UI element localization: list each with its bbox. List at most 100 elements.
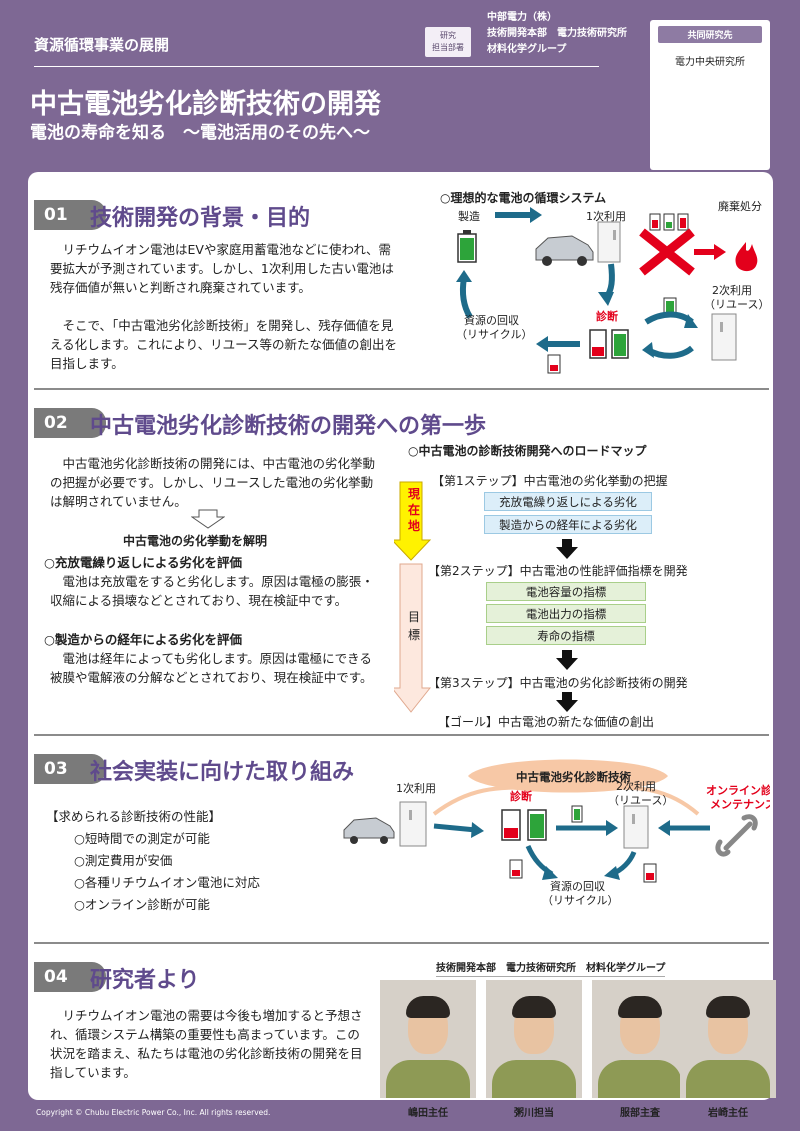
goal-char: 目 [407,610,420,624]
requirement-item: ○オンライン診断が可能 [74,897,210,912]
arrow-icon [536,336,548,352]
battery-icon [663,297,677,317]
roadmap-title: ○中古電池の診断技術開発へのロードマップ [408,444,647,458]
partner-name: 電力中央研究所 [675,57,745,68]
roadmap-step: 【第3ステップ】中古電池の劣化診断技術の開発 [428,676,688,690]
disposal-label: 廃棄処分 [718,199,762,213]
down-arrow-icon [556,650,578,670]
car-icon [535,235,594,266]
researcher-name: 嶋田主任 [408,1108,448,1119]
researcher-name: 服部主査 [620,1108,660,1119]
section-divider [34,942,769,944]
current-char: 在 [407,503,420,517]
wrench-icon [715,814,758,857]
first-use-label: 1次利用 [586,209,626,223]
diagnosis-label: 診断 [510,789,532,803]
section-divider [34,388,769,390]
requirement-item: ○各種リチウムイオン電池に対応 [74,875,260,890]
down-arrow-icon [556,692,578,712]
roadmap-step: 【第1ステップ】中古電池の劣化挙動の把握 [432,474,668,488]
current-position-arrow [394,481,432,561]
arrow-icon [604,866,620,880]
arrow-icon [646,345,694,359]
storage-battery-icon [597,221,621,263]
roadmap-item: 充放電繰り返しによる劣化 [484,492,652,511]
department-info: 中部電力（株） 技術開発本部 電力技術研究所 材料化学グループ [487,10,627,58]
page-subtitle: 電池の寿命を知る ～電池活用のその先へ～ [30,123,370,143]
down-arrow-icon [191,509,225,529]
arrow-icon [471,822,484,838]
social-implementation-diagram: 中古電池劣化診断技術 1次利用 診断 2次利用 （リユース [343,759,770,907]
cross-icon [639,228,695,276]
requirements-list: ○短時間での測定が可能 ○測定費用が安価 ○各種リチウムイオン電池に対応 ○オン… [74,828,260,916]
discarded-batteries-icon [649,213,689,231]
goal-char: 標 [407,628,420,642]
car-icon [343,817,395,844]
arrow-icon [456,270,472,282]
battery-cycle-diagram: ○理想的な電池の循環システム 製造 1次利用 廃棄処分 診断 2次利用 （リユー… [440,190,769,374]
arrow-icon [714,244,726,260]
online-diagnosis-label: オンライン診断 [706,783,770,797]
diagram-title: ○理想的な電池の循環システム [440,190,606,205]
copyright: Copyright © Chubu Electric Power Co., In… [36,1108,271,1117]
arc-line [432,785,539,816]
arrow-icon [658,820,670,836]
section-number: 03 [34,754,106,784]
dept-tag-line: 研究 [440,31,456,40]
goal-label: 目 標 [407,608,421,644]
researcher-photo [486,980,582,1098]
arrow-icon [644,311,694,325]
roadmap-item: 電池容量の指標 [486,582,646,601]
recovery-label: （リサイクル） [456,328,532,341]
section-title: 技術開発の背景・目的 [90,206,311,231]
clarify-label: 中古電池の劣化挙動を解明 [123,534,268,548]
subheading: ○製造からの経年による劣化を評価 [44,632,243,647]
section-paragraph: 電池は充放電をすると劣化します。原因は電極の膨張・収縮による損壊などとされており… [50,574,374,608]
section-paragraph: リチウムイオン電池の需要は今後も増加すると予想され、循環システム構築の重要性も高… [50,1008,363,1080]
battery-icon [457,230,477,263]
researcher-name: 粥川担当 [514,1108,554,1119]
dept-line: 技術開発本部 電力技術研究所 [487,28,627,39]
arc-line [597,785,700,816]
second-use-label: （リユース） [608,794,673,807]
roadmap-goal: 【ゴール】中古電池の新たな価値の創出 [438,715,655,729]
recovery-label: 資源の回収 [550,879,605,893]
dept-tag-line: 担当部署 [432,43,464,52]
team-label: 技術開発本部 電力技術研究所 材料化学グループ [436,959,666,977]
requirement-item: ○測定費用が安価 [74,853,173,868]
technology-label: 中古電池劣化診断技術 [516,770,631,784]
roadmap-arrows [394,481,432,713]
recovery-label: 資源の回収 [464,313,519,327]
roadmap-step: 【第2ステップ】中古電池の性能評価指標を開発 [428,564,688,578]
down-arrow-icon [556,539,578,559]
requirements-heading: 【求められる診断技術の性能】 [46,809,222,824]
researcher-photo [680,980,776,1098]
roadmap-item: 製造からの経年による劣化 [484,515,652,534]
header-divider [34,66,599,67]
section-number: 04 [34,962,106,992]
researcher-name: 岩崎主任 [708,1108,748,1119]
arrow-icon [642,342,654,358]
storage-battery-icon [399,801,427,847]
section-title: 中古電池劣化診断技術の開発への第一歩 [90,414,487,439]
current-position-label: 現 在 地 [407,486,421,534]
roadmap-item: 電池出力の指標 [486,604,646,623]
arrow-icon [459,277,473,319]
diagnosis-batteries-icon [501,805,657,883]
second-use-label: （リユース） [704,298,769,311]
technology-cloud [468,759,668,793]
researcher-photo [380,980,476,1098]
requirement-item: ○短時間での測定が可能 [74,831,210,846]
partner-label: 共同研究先 [658,26,762,43]
maintenance-label: メンテナンス [710,798,770,811]
section-divider [34,734,769,736]
arrow-icon [606,820,618,836]
goal-arrow [394,563,432,713]
dept-tag: 研究 担当部署 [425,27,471,57]
researcher-photo [592,980,688,1098]
section-paragraph: 中古電池劣化診断技術の開発には、中古電池の劣化挙動の把握が必要です。しかし、リユ… [50,456,376,509]
section-title: 研究者より [90,968,200,993]
section-title: 社会実装に向けた取り組み [90,760,355,785]
subheading: ○充放電繰り返しによる劣化を評価 [44,555,243,570]
arrow-icon [684,314,698,328]
